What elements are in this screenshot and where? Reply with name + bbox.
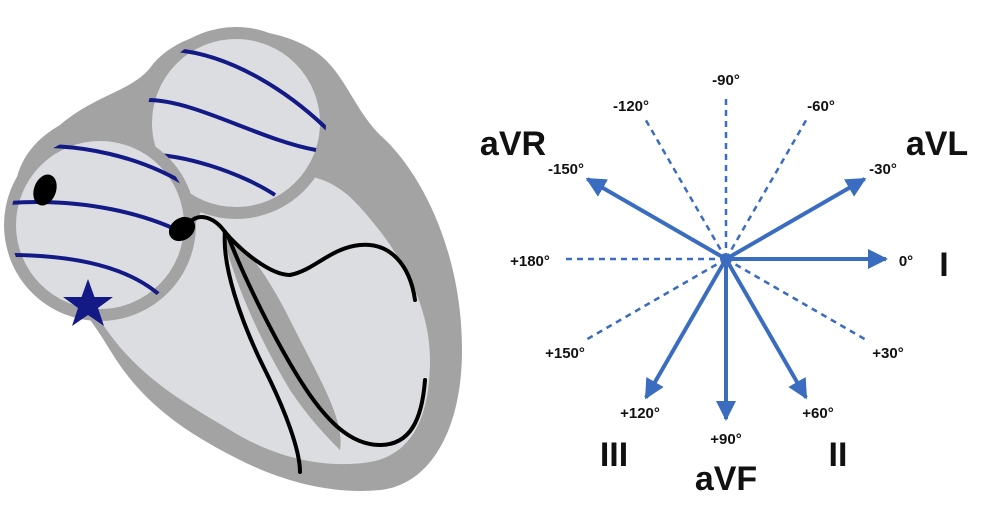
- lead-label-iii: III: [600, 436, 628, 474]
- his-bundle: [188, 215, 227, 234]
- la-wave-line-2: [147, 98, 317, 152]
- lead-arrow-avr: [585, 177, 727, 261]
- lead-label-avr: aVR: [480, 125, 546, 163]
- left-fascicle-loop: [226, 234, 427, 448]
- deg-label-30: +30°: [872, 345, 903, 362]
- conduction-system: [188, 215, 427, 474]
- lead-arrow-iii: [644, 258, 728, 400]
- dashed-axis-30: [725, 257, 870, 343]
- dashed-axis-150: [582, 257, 727, 343]
- deg-label-120: +120°: [620, 405, 660, 422]
- deg-label--30: -30°: [869, 161, 897, 178]
- deg-label-180: +180°: [510, 253, 550, 270]
- ra-wave-line-3: [10, 253, 167, 302]
- dashed-axis-neg60: [724, 115, 810, 260]
- deg-label-90: +90°: [710, 431, 741, 448]
- la-wave-line-1: [175, 48, 326, 142]
- lead-arrow-ii: [724, 258, 808, 400]
- deg-label-150: +150°: [545, 345, 585, 362]
- deg-label--90: -90°: [712, 72, 740, 89]
- star-icon: [63, 279, 113, 326]
- lead-arrow-avl: [725, 177, 867, 261]
- sa-node: [33, 174, 57, 206]
- hexaxial-reference-system: -90° -120° -60° -150° -30° +180° 0° +150…: [480, 72, 968, 498]
- heart-illustration: [4, 27, 462, 491]
- lead-label-i: I: [939, 246, 948, 284]
- lead-label-ii: II: [829, 436, 848, 474]
- deg-label--60: -60°: [807, 98, 835, 115]
- deg-label--120: -120°: [613, 98, 649, 115]
- right-bundle-branch: [222, 230, 302, 474]
- deg-label-0: 0°: [899, 253, 913, 270]
- dashed-axis-neg120: [642, 115, 728, 260]
- dashed-axes: [561, 94, 870, 343]
- left-atrium: [140, 27, 332, 219]
- deg-label-60: +60°: [802, 405, 833, 422]
- left-bundle-branch: [223, 230, 417, 302]
- lead-label-avf: aVF: [695, 460, 757, 498]
- lead-arrows: [585, 177, 888, 421]
- deg-label--150: -150°: [548, 161, 584, 178]
- lead-label-avl: aVL: [906, 125, 968, 163]
